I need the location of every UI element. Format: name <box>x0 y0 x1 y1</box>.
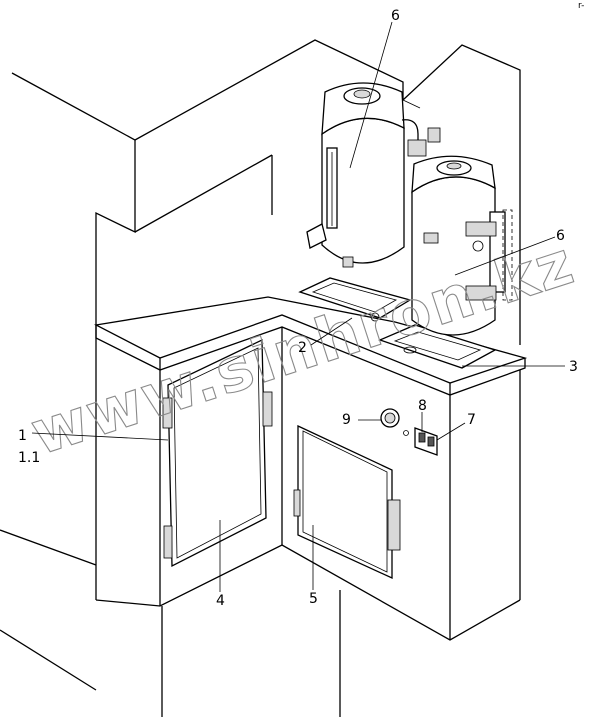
switch-plate[interactable] <box>414 427 438 456</box>
callout-4: 4 <box>216 593 225 609</box>
callout-6-left-boiler: 6 <box>391 8 400 24</box>
corner-mark: r- <box>578 1 584 11</box>
left-cabinet-door[interactable] <box>162 338 273 568</box>
callout-1: 1 <box>18 428 27 444</box>
callout-leaders <box>31 21 565 592</box>
right-cabinet-door[interactable] <box>293 424 401 580</box>
callout-6-right-boiler: 6 <box>556 228 565 244</box>
right-sink <box>378 324 497 369</box>
right-water-boiler <box>411 155 513 336</box>
callout-9: 9 <box>342 412 351 428</box>
cabinet-body <box>0 327 521 717</box>
left-water-boiler <box>306 82 441 268</box>
callout-1-1: 1.1 <box>18 450 40 466</box>
callouts: 6 6 2 3 1 1.1 4 5 9 8 7 r- <box>18 1 584 609</box>
callout-7: 7 <box>467 412 476 428</box>
callout-8: 8 <box>418 398 427 414</box>
callout-3: 3 <box>569 359 578 375</box>
control-knob[interactable] <box>380 408 400 428</box>
callout-2: 2 <box>298 340 307 356</box>
indicator-lamp <box>403 430 409 436</box>
callout-5: 5 <box>309 591 318 607</box>
left-sink <box>298 277 412 322</box>
